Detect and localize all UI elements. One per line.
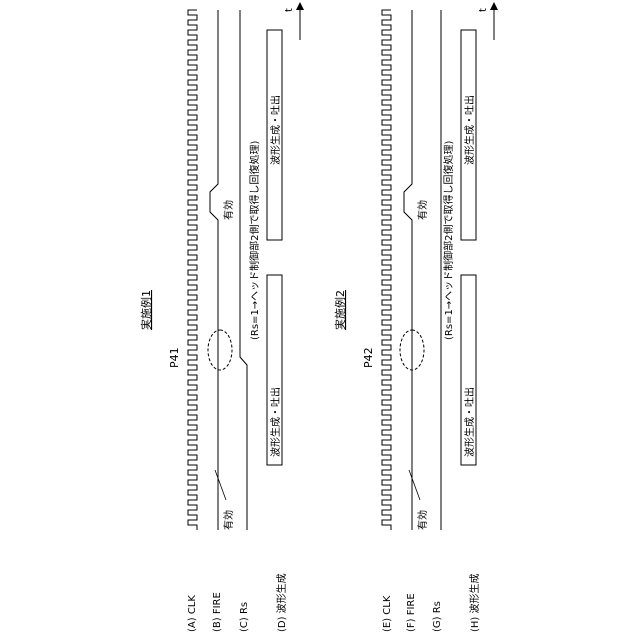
highlight-ellipse bbox=[208, 330, 232, 370]
signal-tag-d: (D) 波形生成 bbox=[275, 573, 288, 632]
signal-tag-b: (B) FIRE bbox=[212, 592, 223, 632]
signal-tag-g: (G) Rs bbox=[432, 601, 443, 632]
waveform-label-1: 波形生成・吐出 bbox=[463, 387, 476, 457]
panel-2: (E) CLK (F) FIRE (G) Rs (H) 波形生成 波形生成・吐出… bbox=[333, 10, 481, 632]
panel-heading: 実施例1 bbox=[139, 290, 153, 330]
note-text: (Rs=1→ヘッド制御部2側で取得し回復処理) bbox=[442, 140, 455, 340]
waveform-label-2: 波形生成・吐出 bbox=[269, 95, 282, 165]
time-axis: t t bbox=[284, 2, 498, 40]
time-arrowhead bbox=[490, 2, 498, 10]
time-label: t bbox=[478, 8, 489, 12]
valid-arrow-1 bbox=[215, 470, 226, 500]
valid-label-2: 有効 bbox=[222, 200, 235, 220]
panel-1: (A) CLK (B) FIRE (C) Rs (D) 波形生成 波形生成・吐出… bbox=[139, 10, 288, 632]
fire-waveform bbox=[404, 10, 412, 530]
valid-label-1: 有効 bbox=[222, 510, 235, 530]
valid-arrow-1 bbox=[409, 470, 420, 500]
panel-heading: 実施例2 bbox=[333, 290, 347, 330]
time-label: t bbox=[284, 8, 295, 12]
signal-tag-e: (E) CLK bbox=[382, 595, 393, 632]
waveform-label-1: 波形生成・吐出 bbox=[269, 387, 282, 457]
signal-tag-a: (A) CLK bbox=[187, 595, 198, 632]
time-arrowhead bbox=[296, 2, 304, 10]
rs-waveform bbox=[240, 10, 247, 530]
valid-label-2: 有効 bbox=[416, 200, 429, 220]
valid-label-1: 有効 bbox=[416, 510, 429, 530]
signal-tag-h: (H) 波形生成 bbox=[468, 573, 481, 632]
fire-waveform bbox=[210, 10, 218, 530]
pointer-label: P41 bbox=[168, 347, 181, 368]
waveform-label-2: 波形生成・吐出 bbox=[463, 95, 476, 165]
pointer-label: P42 bbox=[362, 347, 375, 368]
signal-tag-c: (C) Rs bbox=[239, 602, 250, 632]
note-text: (Rs=1→ヘッド制御部2側で取得し回復処理) bbox=[248, 140, 261, 340]
clk-waveform bbox=[188, 10, 197, 530]
clk-waveform bbox=[382, 10, 391, 530]
signal-tag-f: (F) FIRE bbox=[406, 593, 417, 632]
